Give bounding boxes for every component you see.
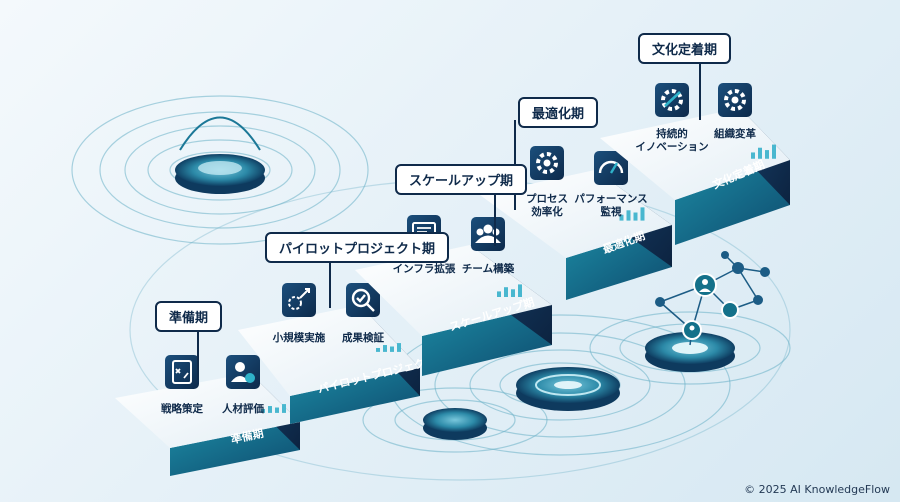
step-pilot-bar-4: [397, 343, 401, 352]
step-culture-top-face: [600, 108, 790, 200]
step-scale-front-face: [422, 305, 552, 376]
step-culture-bar-graphic: [751, 144, 776, 159]
step-scale-top-face: [355, 245, 552, 336]
small-scale-implementation-icon: [282, 283, 316, 317]
step-opt-bar-2: [626, 210, 631, 221]
step-scale-bar-2: [504, 287, 508, 297]
step-opt-top-face: [480, 170, 672, 258]
step-scale-bar-graphic: [497, 284, 522, 297]
floating-disc-right: [645, 332, 735, 372]
process-gear-icon: [530, 146, 564, 180]
floating-disc-bottom: [423, 408, 487, 440]
network-graph: [659, 254, 766, 346]
step-scale-bar-4: [518, 284, 522, 297]
step-prep-bar-2: [268, 406, 272, 413]
step-prep: 準備期: [115, 355, 300, 476]
stage-label-opt: 最適化期: [518, 97, 599, 128]
step-prep-bar-3: [275, 407, 279, 413]
step-pilot-bar-graphic: [376, 343, 401, 352]
step-opt-bar-1: [619, 214, 624, 221]
result-verification-icon: [346, 283, 380, 317]
organization-change-caption: 組織変革: [714, 128, 756, 140]
small-scale-implementation-caption: 小規模実施: [272, 332, 326, 344]
step-opt-bar-3: [633, 212, 638, 221]
step-pilot-bar-3: [390, 346, 394, 352]
sustainable-innovation-caption: 持続的 イノベーション: [635, 128, 709, 153]
step-pilot-top-face: [238, 305, 420, 396]
talent-evaluation-icon: [226, 355, 260, 389]
step-prep-bar-graphic: [261, 404, 286, 413]
step-pilot-front-face: [290, 368, 420, 424]
strategy-clipboard-icon: [165, 355, 199, 389]
step-prep-top-face: [115, 373, 300, 448]
step-culture-front-face: [675, 160, 790, 245]
step-scale-bar-1: [497, 291, 501, 297]
floating-disc-center: [516, 367, 620, 411]
step-opt-bar-4: [640, 207, 645, 221]
infrastructure-monitor-caption: インフラ拡張: [392, 263, 456, 275]
performance-gauge-icon: [594, 151, 628, 185]
step-pilot-bar-1: [376, 347, 380, 352]
stage-label-prep: 準備期: [155, 301, 223, 332]
step-culture: 文化定着期: [600, 83, 790, 245]
sustainable-innovation-icon: [655, 83, 689, 117]
strategy-clipboard-caption: 戦略策定: [161, 403, 203, 415]
step-culture-bar-4: [772, 144, 776, 159]
team-building-caption: チーム構築: [461, 263, 515, 275]
step-scale-bar-3: [511, 289, 515, 297]
organization-change-icon: [718, 83, 752, 117]
step-culture-bar-2: [758, 147, 762, 159]
step-prep-front-face: [170, 422, 300, 476]
step-opt-bar-graphic: [619, 207, 645, 221]
floating-disc-left: [175, 116, 265, 194]
step-culture-bar-3: [765, 150, 769, 159]
talent-evaluation-caption: 人材評価: [222, 403, 264, 415]
stage-label-scale: スケールアップ期: [395, 164, 528, 195]
step-opt: 最適化期: [480, 146, 672, 300]
performance-gauge-caption: パフォーマンス 監視: [574, 193, 648, 218]
stage-label-pilot: パイロットプロジェクト期: [265, 232, 450, 263]
team-building-icon: [471, 217, 505, 251]
step-prep-side-label: 準備期: [230, 426, 265, 447]
network-nodes: [655, 251, 770, 340]
process-gear-caption: プロセス 効率化: [526, 193, 568, 218]
step-prep-bar-4: [282, 404, 286, 413]
step-pilot-bar-2: [383, 345, 387, 352]
step-prep-bar-1: [261, 408, 265, 413]
step-culture-bar-1: [751, 152, 755, 159]
stage-label-culture: 文化定着期: [638, 33, 732, 64]
copyright-text: © 2025 AI KnowledgeFlow: [744, 483, 890, 496]
result-verification-caption: 成果検証: [342, 332, 384, 344]
